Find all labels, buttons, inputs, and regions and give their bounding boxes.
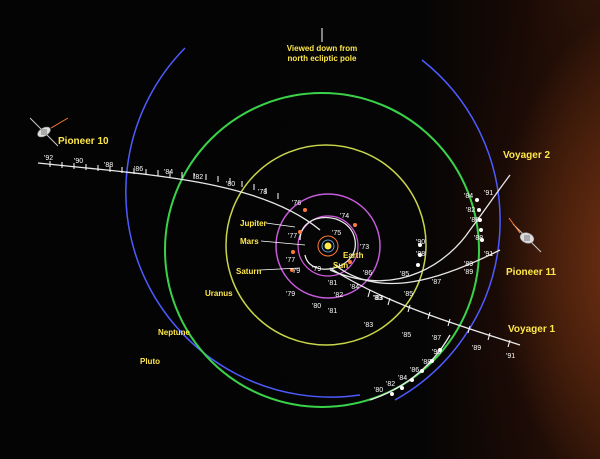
voyager1-path [329,267,521,346]
v1-year: '89 [472,345,481,352]
p10-year: '76 [292,200,301,207]
mars-label: Mars [240,237,259,246]
inner-years: '73 '75 '77 '77 '79 '79 '81 '79 '80 '81 … [286,230,473,315]
sun-label: Sun [333,261,348,270]
pluto-orbit-right [394,59,501,401]
inner-year: '77 [286,257,295,264]
pioneer11-path [334,249,501,285]
p10-year: '82 [194,174,203,181]
voyager1-years: '83 '85 '87 '89 '91 [364,322,515,360]
v1-year: '83 [364,322,373,329]
p10-year: '84 [164,169,173,176]
neptune-orbit [164,92,480,408]
inner-year: '79 [312,266,321,273]
pluto-orbit [125,47,361,398]
p10-year: '78 [258,189,267,196]
earth-orbit [321,239,335,253]
bottom-year: '88 [422,359,431,366]
label-pointers [259,222,306,271]
bottom-year: '80 [374,387,383,394]
trajectories [37,162,521,401]
voyager2-dots [416,198,484,267]
pioneer10-label: Pioneer 10 [58,136,109,147]
p11-year: '91 [484,251,493,258]
pioneer10-ticks [49,161,279,199]
bottom-path [369,334,451,401]
v2-year: '90 [416,239,425,246]
inner-year: '80 [312,303,321,310]
inner-year: '79 [286,291,295,298]
header-line2: north ecliptic pole [288,54,357,63]
v2-year: '88 [474,235,483,242]
inner-orange-dots [290,208,357,272]
inner-year: '73 [360,244,369,251]
inner-spiral [299,217,356,270]
inner-year: '88 [416,251,425,258]
inner-year: '86 [363,270,372,277]
voyager2-label: Voyager 2 [503,150,550,161]
earth-label: Earth [343,251,364,260]
pioneer10-path [37,162,321,231]
jupiter-orbit [297,215,359,277]
pluto-label: Pluto [140,357,160,366]
sun [324,242,332,250]
p11-year: '89 [464,269,473,276]
v1-year: '87 [432,335,441,342]
p11-year: '85 [400,271,409,278]
inner-year: '75 [332,230,341,237]
inner-year: '85 [404,291,413,298]
p10-year: '86 [134,166,143,173]
inner-year: '82 [334,292,343,299]
bottom-dots [390,348,442,396]
v1-year: '91 [506,353,515,360]
p10-year: '88 [104,162,113,169]
pioneer10-spacecraft-icon [29,117,69,147]
bottom-year: '82 [386,381,395,388]
inner-year: '79 [291,268,300,275]
header-line1: Viewed down from [287,44,358,53]
inner-year: '81 [328,280,337,287]
uranus-label: Uranus [205,289,233,298]
inner-year: '77 [288,233,297,240]
pioneer10-years: '92 '90 '88 '86 '84 '82 '80 '78 '76 '74 [44,155,349,220]
inner-year: '84 [350,284,359,291]
inner-year: '81 [328,308,337,315]
voyager2-path [329,174,511,282]
uranus-orbit [225,144,427,346]
voyager1-label: Voyager 1 [508,324,555,335]
bottom-year: '86 [410,367,419,374]
neptune-label: Neptune [158,328,191,337]
v2-year: '91 [484,190,493,197]
bottom-year: '90 [432,349,441,356]
inner-year: '89 [464,261,473,268]
p10-year: '80 [226,181,235,188]
jupiter-label: Jupiter [240,219,267,228]
voyager2-years: '91 '84 '82 '86 '88 '90 [416,190,493,246]
p11-year: '83 [374,295,383,302]
bottom-year: '84 [398,375,407,382]
pioneer11-label: Pioneer 11 [506,267,556,278]
p11-year: '87 [432,279,441,286]
v1-year: '85 [402,332,411,339]
v2-year: '84 [464,193,473,200]
p10-year: '74 [340,213,349,220]
mars-orbit [317,235,339,257]
pioneer11-years: '91 '89 '87 '85 '83 [374,251,493,302]
v2-year: '86 [470,217,479,224]
saturn-label: Saturn [236,267,261,276]
p10-year: '90 [74,158,83,165]
v2-year: '82 [466,207,475,214]
inner-year: '83 [373,295,382,302]
voyager1-ticks [367,289,511,348]
saturn-orbit [275,193,381,299]
bottom-years: '80 '82 '84 '86 '88 '90 [374,349,441,394]
p10-year: '92 [44,155,53,162]
pioneer11-spacecraft-icon [508,217,542,253]
